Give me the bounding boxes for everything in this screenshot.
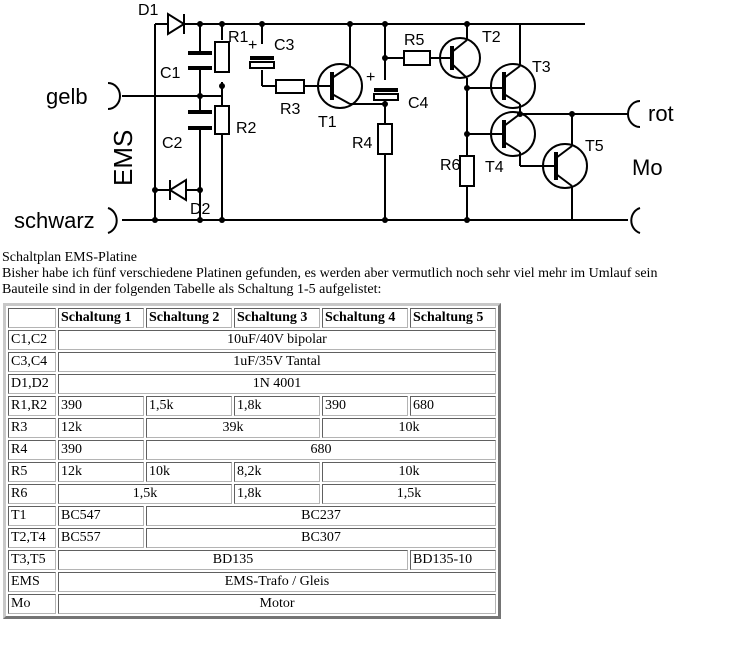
caption-title: Schaltplan EMS-Platine: [2, 250, 137, 265]
label-r5: R5: [404, 32, 425, 49]
table-cell: 1uF/35V Tantal: [58, 352, 496, 372]
label-rot: rot: [648, 101, 674, 126]
row-label: D1,D2: [8, 374, 56, 394]
table-corner-cell: [8, 308, 56, 328]
label-c3-plus: +: [248, 37, 257, 54]
label-r1: R1: [228, 29, 249, 46]
table-cell: 10uF/40V bipolar: [58, 330, 496, 350]
label-mo: Mo: [632, 155, 663, 180]
table-cell: 1,8k: [234, 484, 320, 504]
table-cell: 10k: [146, 462, 232, 482]
table-cell: BC557: [58, 528, 144, 548]
label-schwarz: schwarz: [14, 208, 95, 233]
row-label: Mo: [8, 594, 56, 614]
caption-line-2: Bauteile sind in der folgenden Tabelle a…: [2, 282, 382, 297]
table-cell: BD135-10: [410, 550, 496, 570]
column-header: Schaltung 5: [410, 308, 496, 328]
label-c4: C4: [408, 95, 429, 112]
column-header: Schaltung 2: [146, 308, 232, 328]
column-header: Schaltung 4: [322, 308, 408, 328]
table-cell: 1,5k: [322, 484, 496, 504]
table-cell: 1N 4001: [58, 374, 496, 394]
label-ems: EMS: [108, 130, 138, 186]
parts-table: Schaltung 1 Schaltung 2 Schaltung 3 Scha…: [3, 303, 501, 619]
row-label: R6: [8, 484, 56, 504]
table-cell: Motor: [58, 594, 496, 614]
table-cell: 12k: [58, 462, 144, 482]
row-label: R3: [8, 418, 56, 438]
label-r6: R6: [440, 157, 461, 174]
row-label: C3,C4: [8, 352, 56, 372]
table-cell: 1,8k: [234, 396, 320, 416]
table-cell: BC237: [146, 506, 496, 526]
table-cell: 1,5k: [146, 396, 232, 416]
row-label: T3,T5: [8, 550, 56, 570]
label-c3: C3: [274, 37, 295, 54]
table-cell: 680: [410, 396, 496, 416]
column-header: Schaltung 3: [234, 308, 320, 328]
table-cell: 1,5k: [58, 484, 232, 504]
row-label: T2,T4: [8, 528, 56, 548]
caption: Schaltplan EMS-Platine Bisher habe ich f…: [2, 250, 732, 298]
r5-body: [403, 50, 431, 66]
table-cell: BD135: [58, 550, 408, 570]
r1-body: [214, 41, 230, 73]
table-cell: BC307: [146, 528, 496, 548]
table-cell: 680: [146, 440, 496, 460]
table-cell: 8,2k: [234, 462, 320, 482]
label-c2: C2: [162, 135, 183, 152]
label-d2: D2: [190, 201, 211, 218]
column-header: Schaltung 1: [58, 308, 144, 328]
table-cell: 390: [322, 396, 408, 416]
label-t1: T1: [318, 114, 337, 131]
label-t2: T2: [482, 29, 501, 46]
row-label: C1,C2: [8, 330, 56, 350]
table-cell: 390: [58, 440, 144, 460]
label-r3: R3: [280, 101, 301, 118]
label-r2: R2: [236, 120, 257, 137]
row-label: EMS: [8, 572, 56, 592]
label-t3: T3: [532, 59, 551, 76]
caption-line-1: Bisher habe ich fünf verschiedene Platin…: [2, 266, 658, 281]
label-c1: C1: [160, 65, 181, 82]
r4-body: [377, 123, 393, 155]
label-c4-plus: +: [366, 69, 375, 86]
r6-body: [459, 155, 475, 187]
label-d1: D1: [138, 2, 159, 19]
row-label: T1: [8, 506, 56, 526]
table-cell: BC547: [58, 506, 144, 526]
table-cell: EMS-Trafo / Gleis: [58, 572, 496, 592]
table-cell: 10k: [322, 418, 496, 438]
r3-body: [275, 79, 305, 94]
label-gelb: gelb: [46, 84, 88, 109]
label-t4: T4: [485, 159, 504, 176]
circuit-schematic: D1 R1 C3 C1 R2 C2 R3 T1 C4 R4 R5 T2 T3 R…: [14, 2, 674, 234]
r2-body: [214, 105, 230, 135]
row-label: R5: [8, 462, 56, 482]
row-label: R1,R2: [8, 396, 56, 416]
table-cell: 39k: [146, 418, 320, 438]
label-t5: T5: [585, 138, 604, 155]
table-header-row: Schaltung 1 Schaltung 2 Schaltung 3 Scha…: [8, 308, 496, 328]
table-cell: 390: [58, 396, 144, 416]
table-cell: 12k: [58, 418, 144, 438]
row-label: R4: [8, 440, 56, 460]
table-cell: 10k: [322, 462, 496, 482]
label-r4: R4: [352, 135, 373, 152]
